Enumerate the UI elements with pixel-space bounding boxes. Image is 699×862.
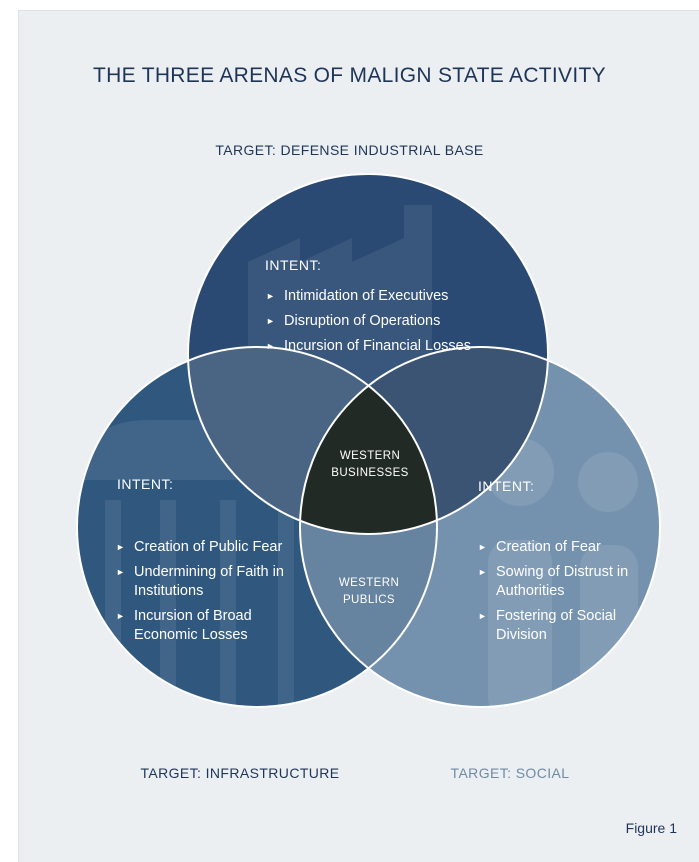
intent-label-social: INTENT: — [478, 478, 535, 494]
target-label-infrastructure: TARGET: INFRASTRUCTURE — [140, 765, 340, 781]
intent-list-social: ►Creation of Fear ►Sowing of Distrust in… — [478, 538, 638, 651]
overlap-label-western-businesses: WESTERN BUSINESSES — [331, 450, 409, 479]
list-item: ►Incursion of Financial Losses — [266, 338, 471, 354]
intent-label-infrastructure: INTENT: — [117, 476, 174, 492]
bullet-arrow-icon: ► — [116, 611, 125, 621]
intent-list-defense: ►Intimidation of Executives ►Disruption … — [266, 287, 496, 362]
bullet-arrow-icon: ► — [266, 291, 275, 301]
bullet-arrow-icon: ► — [478, 542, 487, 552]
list-item: ►Disruption of Operations — [266, 313, 441, 329]
target-label-defense: TARGET: DEFENSE INDUSTRIAL BASE — [215, 142, 484, 158]
list-item: ►Incursion of Broad Economic Losses — [116, 608, 252, 643]
bullet-arrow-icon: ► — [116, 567, 125, 577]
list-item: ►Sowing of Distrust in Authorities — [478, 564, 629, 599]
bullet-arrow-icon: ► — [116, 542, 125, 552]
bullet-arrow-icon: ► — [266, 341, 275, 351]
list-item: ►Undermining of Faith in Institutions — [116, 564, 284, 599]
figure-caption: Figure 1 — [625, 820, 677, 836]
overlap-label-western-publics: WESTERN PUBLICS — [338, 577, 400, 606]
overlap-center — [300, 347, 437, 534]
target-label-social: TARGET: SOCIAL — [450, 765, 570, 781]
diagram-title: THE THREE ARENAS OF MALIGN STATE ACTIVIT… — [93, 64, 606, 87]
list-item: ►Fostering of Social Division — [478, 608, 617, 643]
list-item: ►Creation of Public Fear — [116, 539, 283, 555]
bullet-arrow-icon: ► — [478, 611, 487, 621]
intent-label-defense: INTENT: — [265, 257, 322, 273]
bullet-arrow-icon: ► — [266, 316, 275, 326]
bullet-arrow-icon: ► — [478, 567, 487, 577]
intent-list-infrastructure: ►Creation of Public Fear ►Undermining of… — [116, 538, 286, 651]
factory-icon — [248, 205, 432, 395]
list-item: ►Intimidation of Executives — [266, 288, 449, 304]
list-item: ►Creation of Fear — [478, 539, 601, 555]
